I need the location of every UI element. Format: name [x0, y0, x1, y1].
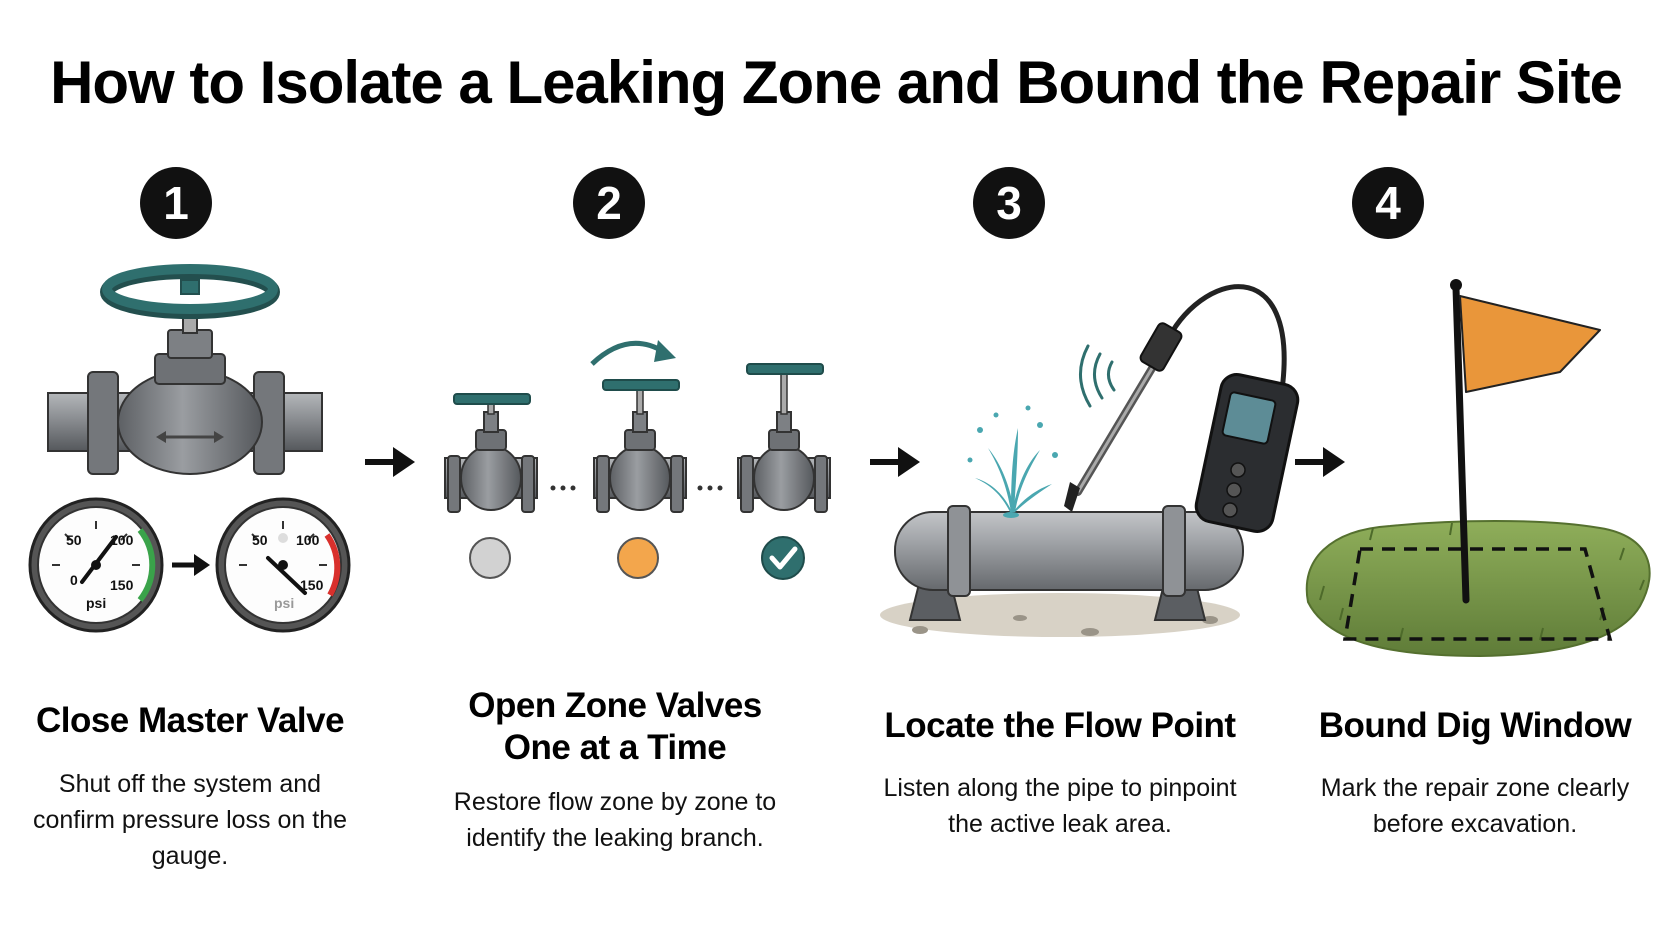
gauge-2-unit: psi	[274, 595, 294, 611]
page-title: How to Isolate a Leaking Zone and Bound …	[50, 49, 1623, 116]
step-1-title: Close Master Valve	[35, 701, 345, 740]
step-3-title: Locate the Flow Point	[884, 706, 1236, 745]
gauge-1-unit: psi	[86, 595, 106, 611]
zone-valve-icon	[737, 363, 831, 513]
acoustic-listening-device-icon	[1064, 284, 1300, 533]
step-4-description: Mark the repair zone clearly before exca…	[1320, 774, 1630, 838]
grass-patch-icon	[1305, 520, 1651, 658]
master-valve-icon	[47, 264, 323, 475]
gauge-1-tick-50: 50	[66, 532, 82, 548]
step-4-badge: 4	[1352, 167, 1424, 239]
zone-valve-icon	[593, 379, 687, 513]
gauge-2-tick-100: 100	[296, 532, 320, 548]
arrow-right-icon	[172, 554, 210, 576]
status-dot-orange	[617, 537, 659, 579]
water-spray	[967, 405, 1058, 512]
arrow-right-icon	[870, 447, 920, 477]
gauge-1-tick-150: 150	[110, 577, 134, 593]
gauge-2-tick-150: 150	[300, 577, 324, 593]
arrow-right-icon	[1295, 447, 1345, 477]
marker-flag-icon	[1450, 279, 1601, 604]
gauge-1-tick-0: 0	[70, 572, 78, 588]
pressure-gauge-icon: 50 100 150 psi	[215, 497, 351, 633]
step-1-badge: 1	[140, 167, 212, 239]
pressure-gauge-icon: 0 50 100 150 psi	[28, 497, 164, 633]
ellipsis-dots	[550, 485, 723, 491]
leaking-pipe-icon	[894, 505, 1244, 621]
step-3-badge: 3	[973, 167, 1045, 239]
step-2-badge: 2	[573, 167, 645, 239]
status-dot-grey	[469, 537, 511, 579]
check-circle-icon	[761, 536, 805, 580]
step-2-description: Restore flow zone by zone to identify th…	[453, 788, 777, 852]
step-3-description: Listen along the pipe to pinpoint the ac…	[883, 774, 1237, 838]
step-4-title: Bound Dig Window	[1318, 706, 1632, 745]
step-2-title: Open Zone Valves One at a Time	[468, 686, 762, 767]
rotate-arrow-icon	[590, 340, 676, 366]
zone-valve-icon	[444, 393, 538, 513]
ground-patch	[880, 593, 1240, 637]
step-1-description: Shut off the system and confirm pressure…	[32, 770, 348, 870]
arrow-right-icon	[365, 447, 415, 477]
sound-wave-icon	[1078, 344, 1116, 408]
gauge-2-tick-50: 50	[252, 532, 268, 548]
